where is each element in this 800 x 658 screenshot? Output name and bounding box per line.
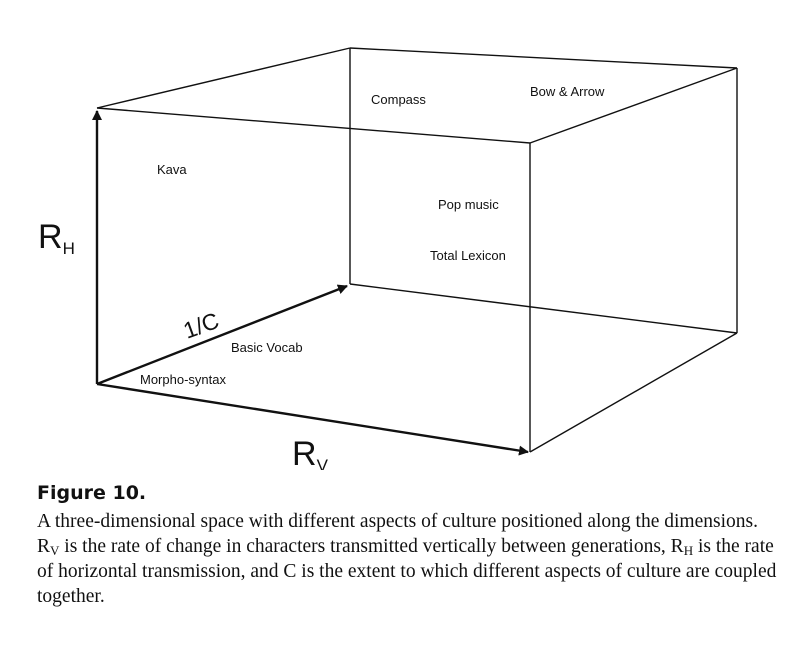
point-label-bow-and-arrow: Bow & Arrow — [530, 84, 605, 99]
back-bottom-edge — [349, 283, 738, 334]
point-label-pop-music: Pop music — [438, 197, 499, 212]
rh-axis-label: RH — [38, 218, 75, 258]
culture-points: Compass Bow & Arrow Kava Pop music Total… — [140, 84, 605, 387]
point-label-total-lexicon: Total Lexicon — [430, 248, 506, 263]
cube-wireframe — [96, 47, 738, 453]
caption-text-1: A three-dimensional space with different… — [37, 511, 758, 557]
caption-text-3: is the rate of horizontal transmission, … — [37, 536, 777, 607]
depth-bottom-right-edge — [529, 332, 738, 453]
three-dimensional-culture-space: RH RV 1/C Compass Bow & Arrow Kava Pop m… — [38, 47, 738, 470]
depth-top-right-edge — [529, 67, 738, 144]
depth-top-left-edge — [96, 47, 351, 109]
caption-subscript-h: H — [683, 543, 694, 558]
point-label-kava: Kava — [157, 162, 187, 177]
back-top-edge — [349, 47, 738, 69]
point-label-compass: Compass — [371, 92, 426, 107]
point-label-morpho-syntax: Morpho-syntax — [140, 372, 226, 387]
figure-caption: Figure 10. A three-dimensional space wit… — [37, 482, 777, 609]
caption-subscript-v: V — [50, 543, 60, 558]
front-top-edge — [96, 107, 531, 144]
rv-axis-arrow — [96, 382, 529, 456]
axis-arrows — [92, 110, 529, 456]
caption-title: Figure 10. — [37, 482, 147, 504]
rv-axis-label: RV — [292, 435, 329, 470]
caption-body: A three-dimensional space with different… — [37, 509, 777, 609]
coupling-axis-arrow — [96, 284, 348, 386]
point-label-basic-vocab: Basic Vocab — [231, 340, 303, 355]
caption-text-2: is the rate of change in characters tran… — [59, 536, 684, 557]
